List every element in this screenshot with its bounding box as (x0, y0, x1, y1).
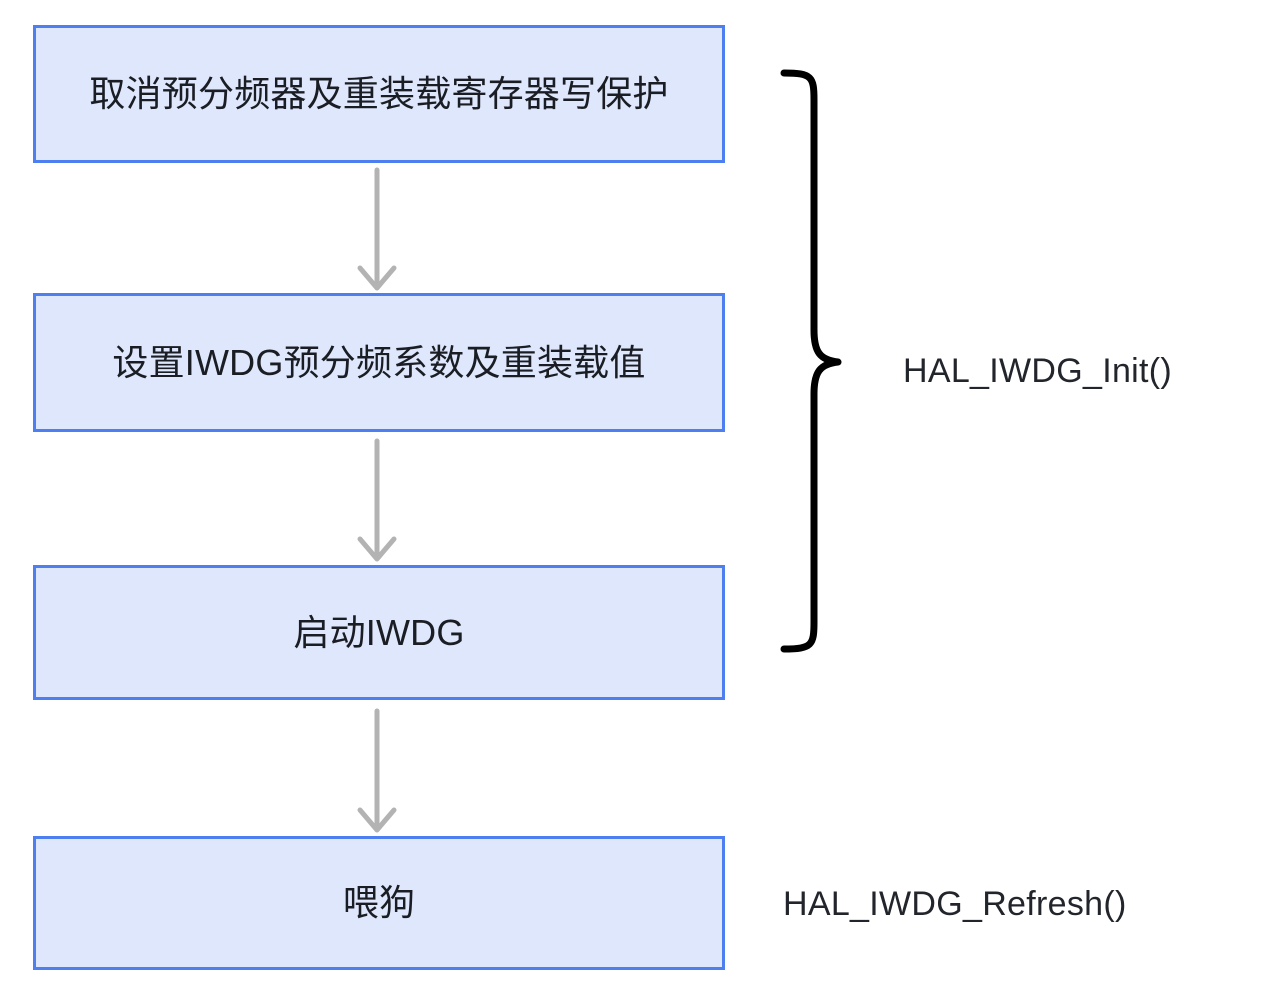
side-label-hal-iwdg-init: HAL_IWDG_Init() (903, 352, 1172, 390)
flow-node-label: 喂狗 (342, 882, 416, 924)
flow-node-label: 取消预分频器及重装载寄存器写保护 (89, 73, 669, 115)
flow-node-set-prescaler-reload[interactable]: 设置IWDG预分频系数及重装载值 (33, 293, 725, 432)
flow-node-feed-dog[interactable]: 喂狗 (33, 836, 725, 970)
arrow-node2-to-node3 (357, 438, 397, 562)
arrow-head-icon (357, 265, 397, 291)
side-label-hal-iwdg-refresh: HAL_IWDG_Refresh() (783, 885, 1127, 923)
flow-node-cancel-write-protect[interactable]: 取消预分频器及重装载寄存器写保护 (33, 25, 725, 163)
flow-node-start-iwdg[interactable]: 启动IWDG (33, 565, 725, 700)
arrow-head-icon (357, 536, 397, 562)
arrow-head-icon (357, 807, 397, 833)
arrow-node1-to-node2 (357, 167, 397, 291)
right-curly-brace-icon (780, 69, 842, 653)
flow-node-label: 启动IWDG (293, 611, 465, 653)
flow-node-label: 设置IWDG预分频系数及重装载值 (112, 341, 646, 383)
arrow-node3-to-node4 (357, 708, 397, 833)
